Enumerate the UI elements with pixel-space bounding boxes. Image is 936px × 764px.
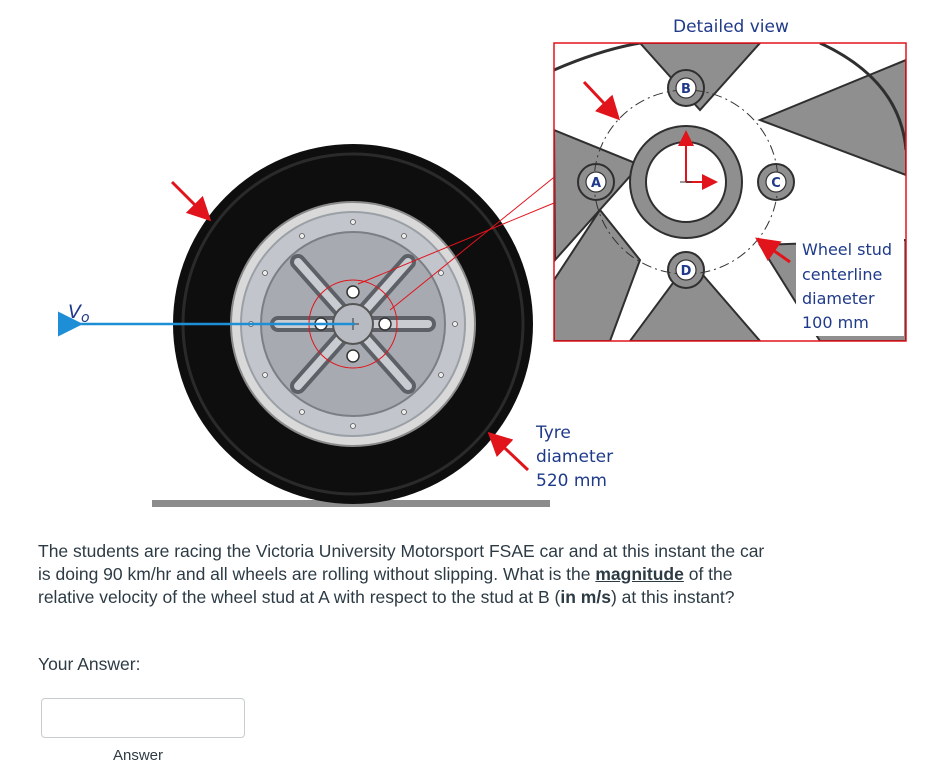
svg-text:A: A [591, 176, 601, 191]
stud-label-box [796, 232, 904, 336]
connector-line-top [357, 202, 555, 285]
tyre-top-arrow [170, 180, 212, 222]
tyre-bottom-arrow [487, 431, 530, 472]
stud-marker-c: C [765, 171, 787, 193]
detailed-view-title: Detailed view [673, 17, 789, 37]
detailed-view-panel [553, 42, 907, 342]
stud-marker-b: B [675, 77, 697, 99]
velocity-label: Vo [68, 301, 90, 326]
detail-arrow-right [755, 237, 791, 264]
svg-text:D: D [681, 264, 692, 279]
wheel-figure: Vo Tyre diameter 520 mm Detailed view [58, 17, 907, 507]
question-emphasis: magnitude [595, 564, 684, 584]
stud-diameter-label: Wheel stud centerline diameter 100 mm [802, 240, 897, 332]
stud-marker-a: A [585, 171, 607, 193]
answer-input[interactable] [41, 698, 245, 738]
answer-hint: Answer [113, 747, 164, 764]
svg-text:C: C [771, 176, 781, 191]
question-units: in m/s [560, 587, 611, 607]
tyre-diameter-label: Tyre diameter 520 mm [535, 423, 618, 491]
detail-arrow-top [582, 80, 621, 121]
question-text: The students are racing the Victoria Uni… [38, 541, 765, 607]
svg-text:B: B [681, 82, 691, 97]
stud-marker-d: D [675, 259, 697, 281]
answer-label: Your Answer: [38, 654, 141, 674]
